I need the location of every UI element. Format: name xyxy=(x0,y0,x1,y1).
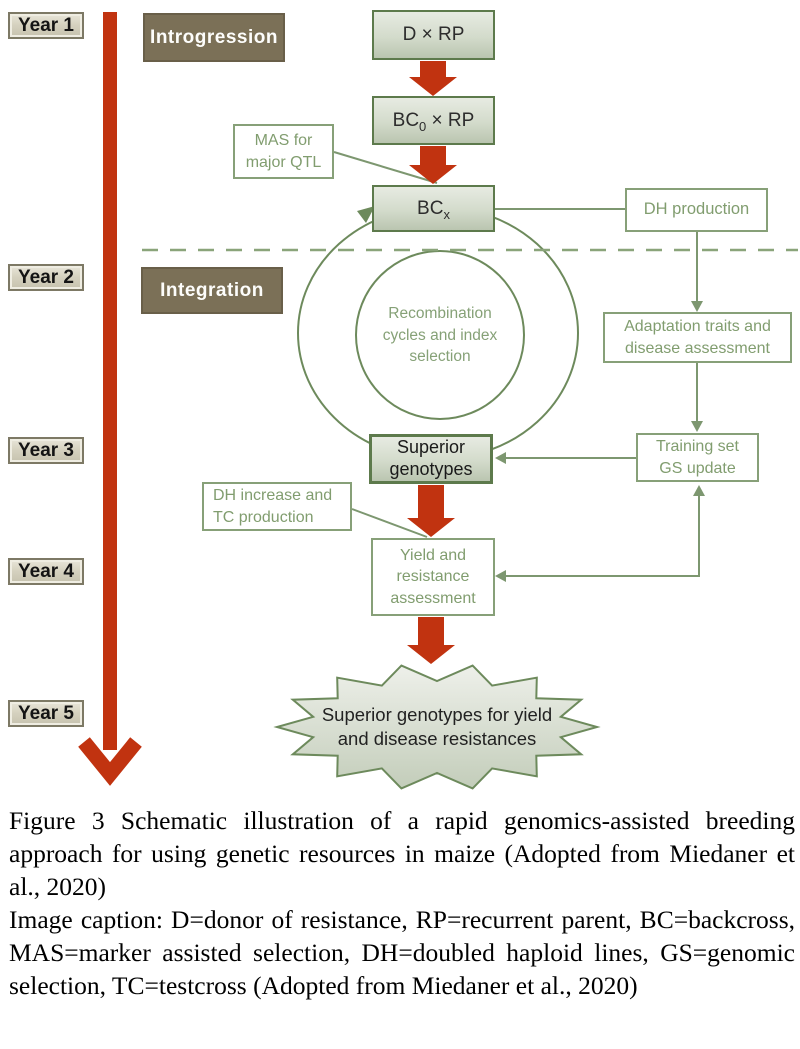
superior-line2: genotypes xyxy=(389,459,473,479)
adaptation-arrowhead-icon xyxy=(691,301,703,312)
node-dh-production: DH production xyxy=(625,188,768,232)
yield-line1: Yield and xyxy=(399,547,467,565)
year-label-4: Year 4 xyxy=(8,558,84,585)
superior-line1: Superior xyxy=(396,437,466,458)
mas-to-bcx-line xyxy=(333,151,438,184)
yield-arrowhead-icon xyxy=(495,570,506,582)
starburst-line1: Superior genotypes for yield xyxy=(321,704,553,725)
superior-arrowhead-icon xyxy=(495,452,506,464)
dh-increase-line2: TC production xyxy=(213,508,314,526)
node-mas-major-qtl: MAS for major QTL xyxy=(233,124,334,179)
node-d-x-rp: D × RP xyxy=(372,10,495,60)
cycle-arrowhead-icon xyxy=(357,206,375,223)
phase-integration: Integration xyxy=(141,267,283,314)
timeline-bar xyxy=(103,12,117,750)
year-label-3: Year 3 xyxy=(8,437,84,464)
yield-line2: resistance xyxy=(396,568,470,586)
breeding-scheme-diagram: Year 1 Year 2 Year 3 Year 4 Year 5 Intro… xyxy=(8,10,798,790)
flow-arrow-yield-result-icon xyxy=(407,617,455,664)
node-bcx-label: BCx xyxy=(417,197,450,222)
node-d-x-rp-label: D × RP xyxy=(402,24,465,46)
starburst-result-text: Superior genotypes for yield and disease… xyxy=(277,703,597,750)
yield-line3: assessment xyxy=(390,589,476,607)
phase-introgression: Introgression xyxy=(143,13,285,62)
dh-increase-line1: DH increase and xyxy=(213,487,333,505)
flow-arrow-drp-bc0-icon xyxy=(409,61,457,96)
node-adaptation-assessment: Adaptation traits and disease assessment xyxy=(603,312,792,363)
node-bc0-x-rp: BC0 × RP xyxy=(372,96,495,145)
cycle-line2: cycles and index xyxy=(382,326,498,344)
mas-line2: major QTL xyxy=(245,153,322,171)
cycle-line1: Recombination xyxy=(388,305,492,322)
adaptation-line2: disease assessment xyxy=(625,339,770,357)
starburst-shape xyxy=(273,664,601,790)
node-bcx: BCx xyxy=(372,185,495,232)
dhincrease-to-yield-line xyxy=(351,508,428,538)
node-yield-assessment: Yield and resistance assessment xyxy=(371,538,495,616)
cycle-line3: selection xyxy=(409,348,471,366)
training-arrowhead-icon xyxy=(691,421,703,432)
caption-figure-text: Figure 3 Schematic illustration of a rap… xyxy=(9,806,795,901)
caption-legend-text: Image caption: D=donor of resistance, RP… xyxy=(9,905,795,1000)
timeline-arrowhead-icon xyxy=(78,737,142,786)
node-training-set: Training set GS update xyxy=(636,433,759,482)
year-label-5: Year 5 xyxy=(8,700,84,727)
node-dh-increase: DH increase and TC production xyxy=(202,482,352,531)
node-bc0-x-rp-label: BC0 × RP xyxy=(392,109,475,134)
year-label-1: Year 1 xyxy=(8,12,84,39)
training-line2: GS update xyxy=(659,459,736,477)
mas-line1: MAS for xyxy=(254,132,313,150)
diagram-shapes-layer xyxy=(78,12,798,790)
year-label-2: Year 2 xyxy=(8,264,84,291)
yield-training-elbow-line xyxy=(501,489,700,577)
adaptation-line1: Adaptation traits and xyxy=(624,318,771,336)
flow-arrow-bc0-bcx-icon xyxy=(409,146,457,184)
training-update-arrowhead-icon xyxy=(693,485,705,496)
inner-cycle-circle xyxy=(355,250,525,420)
figure-caption: Figure 3 Schematic illustration of a rap… xyxy=(0,804,800,1002)
training-line1: Training set xyxy=(656,438,739,456)
flow-arrow-superior-yield-icon xyxy=(407,485,455,537)
dh-production-label: DH production xyxy=(643,200,750,219)
node-superior-genotypes: Superior genotypes xyxy=(369,434,493,484)
cycle-description: Recombination cycles and index selection xyxy=(340,303,540,368)
starburst-line2: and disease resistances xyxy=(337,727,537,749)
